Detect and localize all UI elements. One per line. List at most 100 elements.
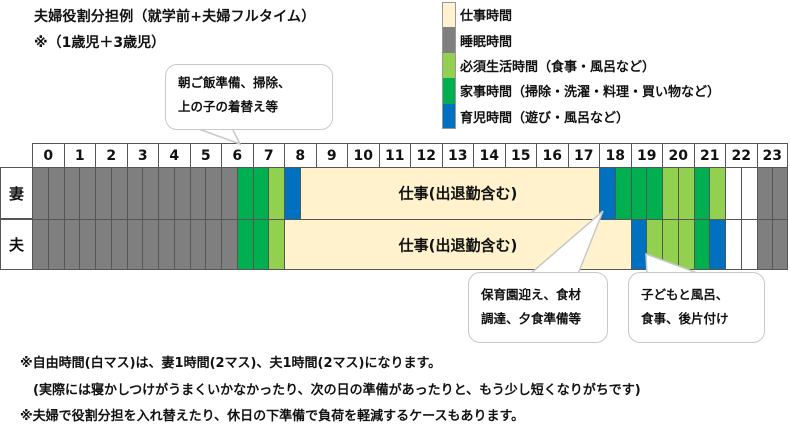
hour-header: 11 <box>378 143 410 167</box>
time-slot-sleep <box>79 219 95 270</box>
time-slot-sleep <box>756 167 773 219</box>
legend: 仕事時間 睡眠時間 必須生活時間（食事・風呂など） 家事時間（掃除・洗濯・料理・… <box>442 2 720 129</box>
legend-item-house: 家事時間（掃除・洗濯・料理・買い物など） <box>442 78 721 104</box>
legend-swatch-life <box>442 52 456 79</box>
time-slot-sleep <box>772 167 788 219</box>
legend-label: 仕事時間 <box>460 9 513 25</box>
time-slot-life <box>662 219 678 270</box>
callout-text: 子どもと風呂、 食事、後片付け <box>641 287 729 326</box>
time-slot-house <box>614 167 631 219</box>
time-slot-sleep <box>221 219 237 270</box>
time-slot-house <box>630 167 647 219</box>
time-slot-life <box>677 219 694 270</box>
chart-title: 夫婦役割分担例（就学前+夫婦フルタイム） <box>34 9 316 25</box>
time-slot-sleep <box>142 219 158 270</box>
hour-header: 14 <box>473 143 505 167</box>
time-slot-child <box>284 167 300 219</box>
time-slot-sleep <box>126 167 143 219</box>
hour-header: 19 <box>630 143 662 167</box>
hour-header: 8 <box>284 143 316 167</box>
time-slot-house <box>646 167 662 219</box>
row-label-wife: 妻 <box>0 167 32 219</box>
hour-header: 7 <box>252 143 284 167</box>
time-slot-free <box>740 219 757 270</box>
hour-header: 23 <box>756 143 788 167</box>
hour-header: 9 <box>315 143 347 167</box>
legend-item-work: 仕事時間 <box>442 2 720 28</box>
row-wife: 妻 <box>0 167 788 219</box>
time-slot-house <box>693 167 710 219</box>
row-husband: 夫 <box>0 219 788 270</box>
time-slot-child <box>599 167 615 219</box>
hour-header: 6 <box>221 143 253 167</box>
time-slot-sleep <box>189 167 206 219</box>
time-slot-life <box>677 167 694 219</box>
time-slot-free <box>740 167 757 219</box>
work-label-wife: 仕事(出退勤含む) <box>398 184 518 203</box>
hour-header: 12 <box>410 143 442 167</box>
hour-header: 4 <box>158 143 190 167</box>
time-slot-house <box>252 219 269 270</box>
time-slot-sleep <box>126 219 143 270</box>
note-free-time: ※自由時間(白マス)は、妻1時間(2マス)、夫1時間(2マス)になります。 <box>20 356 442 371</box>
time-slot-house <box>236 219 253 270</box>
time-slot-sleep <box>772 219 788 270</box>
time-slot-sleep <box>95 219 111 270</box>
hour-header: 20 <box>662 143 694 167</box>
time-slot-free <box>725 167 741 219</box>
time-slot-sleep <box>32 219 48 270</box>
time-slot-sleep <box>110 219 127 270</box>
legend-label: 家事時間（掃除・洗濯・料理・買い物など） <box>460 85 721 101</box>
hour-header: 22 <box>725 143 757 167</box>
callout-evening-husband: 子どもと風呂、 食事、後片付け <box>628 272 765 343</box>
hour-header: 1 <box>63 143 95 167</box>
hour-header: 17 <box>567 143 599 167</box>
row-label-husband: 夫 <box>0 219 32 270</box>
legend-label: 育児時間（遊び・風呂など） <box>460 110 630 126</box>
time-slot-house <box>693 219 710 270</box>
time-slot-sleep <box>63 167 80 219</box>
legend-swatch-sleep <box>442 27 456 53</box>
hour-header: 3 <box>126 143 158 167</box>
hour-header: 5 <box>189 143 221 167</box>
time-slot-sleep <box>32 167 48 219</box>
time-slot-free <box>725 219 741 270</box>
time-slot-life <box>268 167 284 219</box>
hour-header: 10 <box>347 143 379 167</box>
callout-morning: 朝ご飯準備、掃除、 上の子の着替え等 <box>165 64 333 130</box>
hour-header: 15 <box>504 143 536 167</box>
legend-label: 必須生活時間（食事・風呂など） <box>460 59 656 75</box>
legend-swatch-work <box>442 2 456 28</box>
legend-label: 睡眠時間 <box>460 34 513 50</box>
legend-swatch-child <box>442 103 456 129</box>
time-slot-life <box>268 219 284 270</box>
time-slot-sleep <box>95 167 111 219</box>
time-slot-sleep <box>158 219 174 270</box>
hour-header: 18 <box>599 143 631 167</box>
work-label-husband: 仕事(出退勤含む) <box>398 236 518 255</box>
time-slot-sleep <box>142 167 158 219</box>
time-slot-sleep <box>189 219 206 270</box>
callout-text: 朝ご飯準備、掃除、 上の子の着替え等 <box>178 75 291 114</box>
time-slot-sleep <box>205 219 221 270</box>
chart-subtitle: ※（1歳児＋3歳児） <box>34 35 166 51</box>
hour-header: 13 <box>441 143 473 167</box>
time-slot-sleep <box>158 167 174 219</box>
time-slot-sleep <box>173 167 190 219</box>
time-slot-house <box>236 167 253 219</box>
hour-header: 0 <box>32 143 64 167</box>
time-slot-sleep <box>79 167 95 219</box>
time-slot-sleep <box>756 219 773 270</box>
header-corner <box>0 143 32 167</box>
hour-header: 21 <box>693 143 725 167</box>
time-slot-house <box>252 167 269 219</box>
time-slot-child <box>709 219 725 270</box>
time-slot-life <box>662 167 678 219</box>
time-slot-sleep <box>63 219 80 270</box>
time-slot-sleep <box>110 167 127 219</box>
time-slot-child <box>630 219 647 270</box>
note-actual: (実際には寝かしつけがうまくいかなかったり、次の日の準備があったりと、もう少し短… <box>20 383 641 398</box>
time-slot-life <box>646 219 662 270</box>
hour-header: 16 <box>536 143 568 167</box>
